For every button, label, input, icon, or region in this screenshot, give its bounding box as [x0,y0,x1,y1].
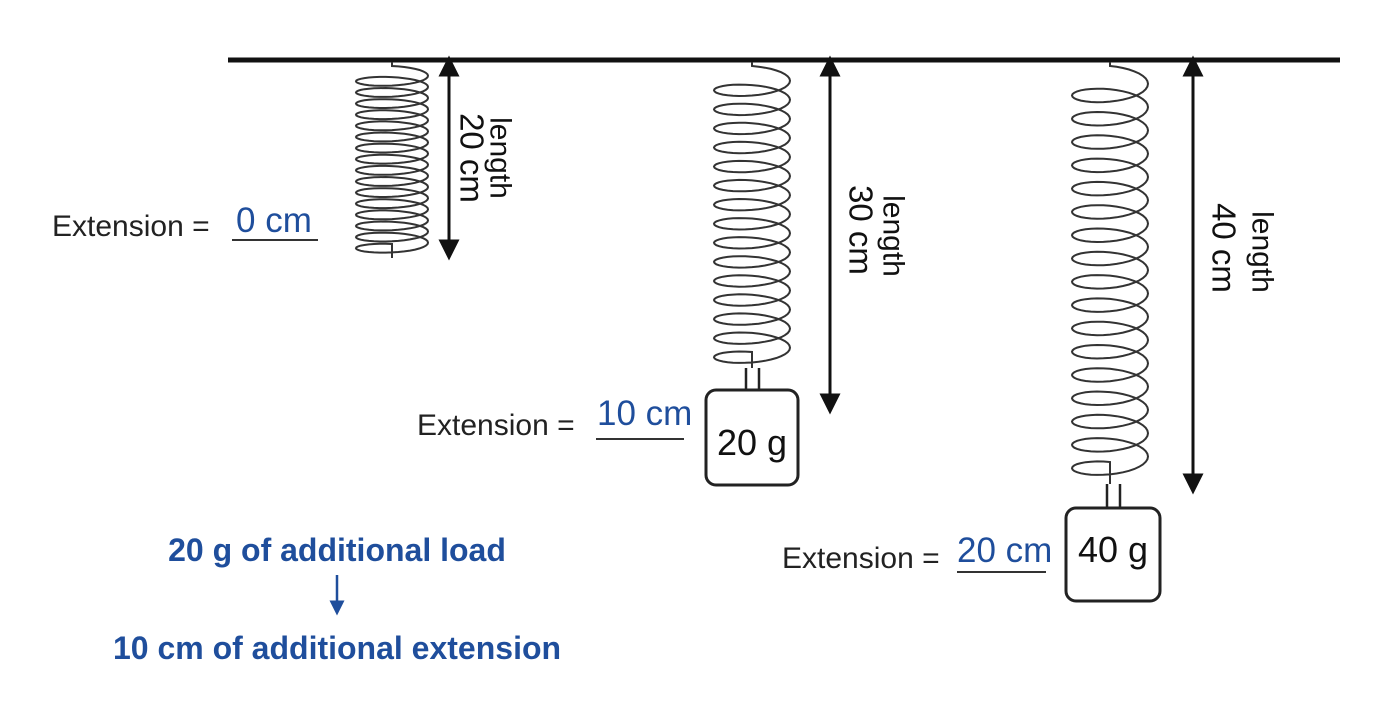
mass-block-3 [1064,506,1162,603]
extension-value-3: 20 cm [957,531,1052,570]
note-line-1: 20 g of additional load [168,532,506,568]
mass-label-2: 20 g [717,422,787,463]
spring-coil-1 [354,62,430,258]
extension-label-2: Extension = [417,409,575,442]
note-line-2: 10 cm of additional extension [113,630,561,666]
spring-coil-3 [1070,62,1150,484]
length-label-3: length [1246,211,1279,293]
spring-coil-2 [712,62,792,368]
mass-label-3: 40 g [1078,529,1148,570]
extension-value-2: 10 cm [597,394,692,433]
length-value-2: 30 cm [843,185,880,275]
spring-assembly-1: length 20 cm Extension = 0 cm [52,55,517,261]
length-value-3: 40 cm [1206,203,1243,293]
length-value-1: 20 cm [454,113,491,203]
length-label-2: length [877,195,910,277]
extension-label-1: Extension = [52,210,210,243]
spring-assembly-2: 20 g length 30 cm Extension = 10 cm [417,55,910,487]
length-label-1: length [484,117,517,199]
mass-hook-3 [1105,484,1122,510]
mass-hook-2 [744,368,761,392]
relationship-note: 20 g of additional load 10 cm of additio… [113,532,561,666]
extension-label-3: Extension = [782,542,940,575]
spring-assembly-3: 40 g length 40 cm Extension = 20 cm [782,55,1279,603]
extension-value-1: 0 cm [236,201,312,240]
mass-block-2 [704,388,800,487]
